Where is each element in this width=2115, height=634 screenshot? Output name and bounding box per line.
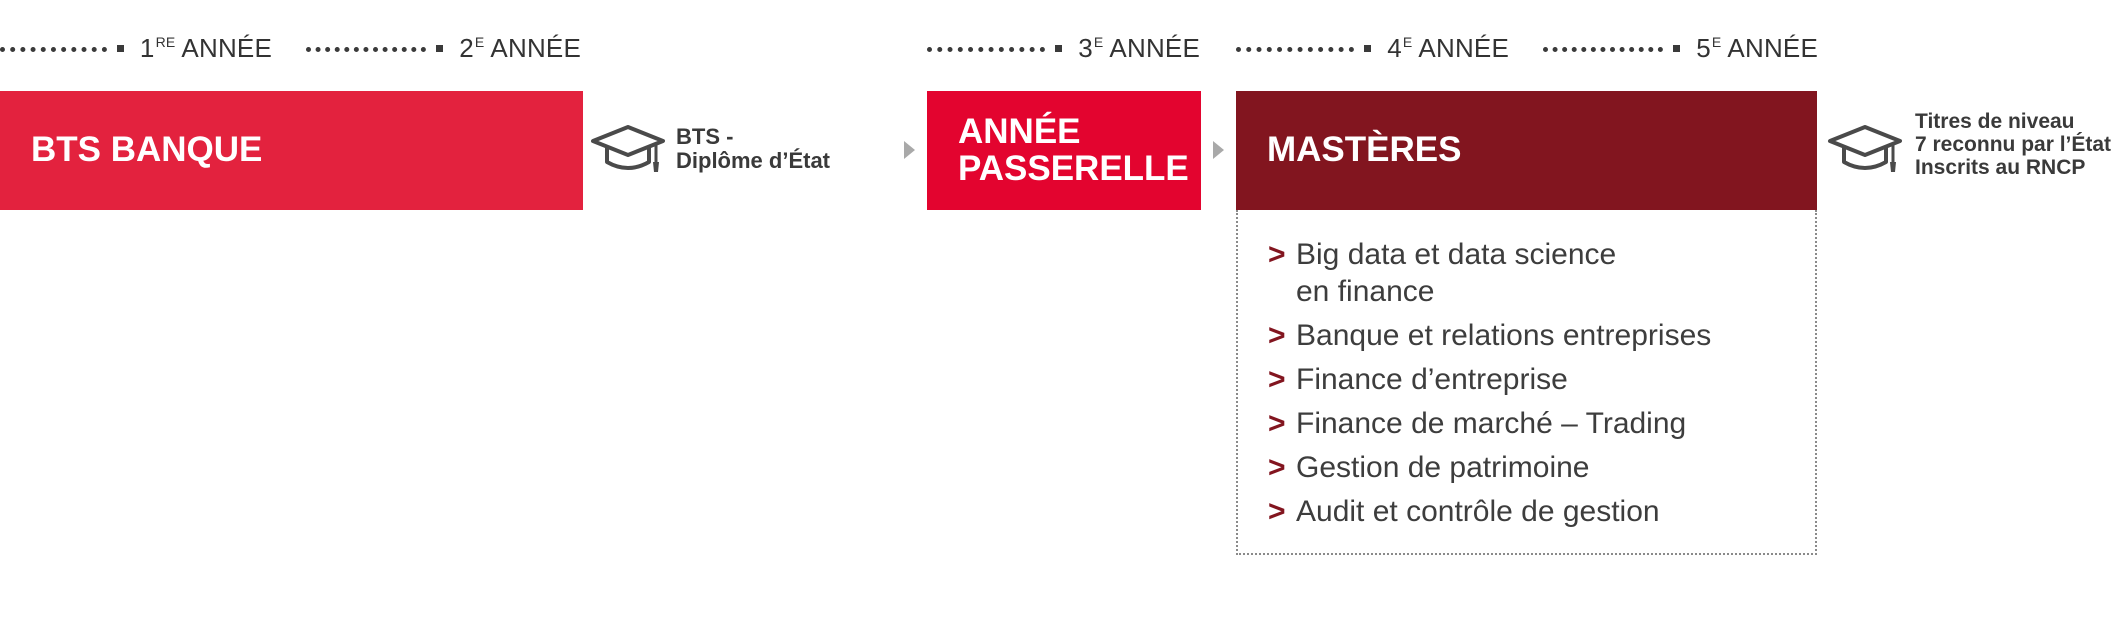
- year-number: 4: [1387, 32, 1402, 63]
- list-item-text: Finance de marché – Trading: [1296, 407, 1687, 440]
- year-text: ANNÉE: [181, 32, 272, 63]
- list-item-text: Banque et relations entreprises: [1296, 319, 1712, 352]
- year-text: ANNÉE: [1109, 32, 1200, 63]
- year-suffix: E: [474, 33, 485, 50]
- list-item-text: Audit et contrôle de gestion: [1296, 495, 1660, 528]
- year-number: 1: [139, 32, 155, 63]
- masteres-diploma-caption: Titres de niveau 7 reconnu par l’État In…: [1915, 110, 2111, 179]
- timeline-dots: [0, 46, 107, 52]
- chevron-right-icon: >: [1268, 238, 1286, 271]
- list-item-text: en finance: [1296, 275, 1435, 308]
- list-item: > Big data et data science en finance: [1268, 236, 1711, 310]
- masteres-list: > Big data et data science en finance > B…: [1268, 236, 1711, 537]
- year-suffix: RE: [155, 33, 176, 50]
- timeline-marker: [1364, 44, 1372, 52]
- arrow-right-icon: [1213, 141, 1224, 159]
- caption-line: Diplôme d’État: [676, 148, 831, 174]
- chevron-right-icon: >: [1268, 363, 1286, 396]
- graduation-cap-icon: [591, 125, 665, 172]
- annee-passerelle-box: ANNÉE PASSERELLE: [927, 91, 1201, 210]
- list-item: > Gestion de patrimoine: [1268, 449, 1711, 486]
- timeline-dots: [1543, 46, 1664, 52]
- caption-line: BTS -: [676, 124, 734, 149]
- bts-banque-title: BTS BANQUE: [31, 130, 263, 170]
- masteres-list-panel: > Big data et data science en finance > B…: [1236, 210, 1817, 555]
- caption-line: Titres de niveau: [1915, 110, 2075, 133]
- timeline-dots: [927, 46, 1046, 52]
- masteres-title: MASTÈRES: [1267, 130, 1462, 170]
- timeline-marker: [116, 44, 124, 52]
- timeline-marker: [436, 44, 444, 52]
- timeline-dots: [306, 46, 427, 52]
- caption-line: Inscrits au RNCP: [1915, 156, 2086, 180]
- list-item-text: Finance d’entreprise: [1296, 363, 1568, 396]
- list-item: > Finance de marché – Trading: [1268, 405, 1711, 442]
- year-number: 2: [459, 32, 474, 63]
- list-item: > Finance d’entreprise: [1268, 361, 1711, 398]
- graduation-cap-icon: [1828, 125, 1902, 172]
- masteres-box: MASTÈRES: [1236, 91, 1817, 210]
- year-number: 5: [1696, 32, 1711, 63]
- chevron-right-icon: >: [1268, 495, 1286, 528]
- passerelle-title-line: PASSERELLE: [958, 148, 1189, 188]
- list-item-text: Gestion de patrimoine: [1296, 451, 1590, 484]
- year-text: ANNÉE: [1418, 32, 1509, 63]
- timeline-marker: [1055, 44, 1063, 52]
- year-suffix: E: [1711, 33, 1722, 50]
- year-text: ANNÉE: [1727, 32, 1818, 63]
- list-item: > Audit et contrôle de gestion: [1268, 493, 1711, 530]
- passerelle-title-line: ANNÉE: [958, 111, 1081, 151]
- list-item-text: Big data et data science: [1296, 238, 1617, 271]
- arrow-right-icon: [904, 141, 915, 159]
- year-text: ANNÉE: [490, 32, 581, 63]
- bts-diploma-caption: BTS - Diplôme d’État: [676, 124, 831, 174]
- chevron-right-icon: >: [1268, 319, 1286, 352]
- chevron-right-icon: >: [1268, 407, 1286, 440]
- year-number: 3: [1078, 32, 1093, 63]
- chevron-right-icon: >: [1268, 451, 1286, 484]
- timeline-marker: [1673, 44, 1681, 52]
- year-suffix: E: [1402, 33, 1413, 50]
- list-item: > Banque et relations entreprises: [1268, 317, 1711, 354]
- year-suffix: E: [1093, 33, 1104, 50]
- caption-line: 7 reconnu par l’État: [1915, 133, 2112, 157]
- bts-banque-box: BTS BANQUE: [0, 91, 583, 210]
- timeline-dots: [1236, 46, 1355, 52]
